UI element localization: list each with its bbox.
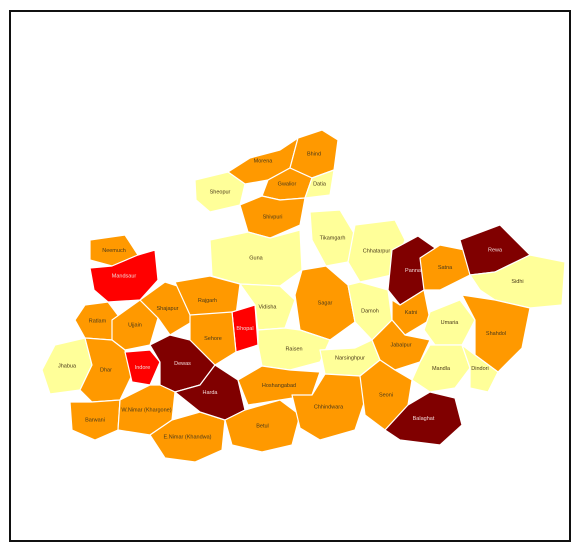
district-label: Barwani (85, 417, 105, 423)
district-label: Jabalpur (390, 342, 411, 348)
district-indore[interactable] (124, 349, 161, 386)
district-seoni[interactable] (359, 359, 413, 431)
district-label: Raisen (285, 346, 302, 352)
district-label: Balaghat (413, 416, 435, 422)
district-label: Sidhi (511, 279, 523, 285)
district-label: Datia (313, 181, 327, 187)
district-label: Chhindwara (314, 404, 344, 410)
district-label: Bhind (307, 151, 321, 157)
district-label: Rewa (488, 247, 503, 253)
district-label: Narsinghpur (335, 355, 365, 361)
district-label: Shivpuri (263, 214, 283, 220)
district-label: Morena (254, 158, 274, 164)
district-label: Sagar (318, 300, 333, 306)
district-label: Satna (438, 265, 453, 271)
district-label: Ratlam (89, 318, 107, 324)
district-label: Umaria (441, 320, 460, 326)
district-label: E.Nimar (Khandwa) (164, 434, 212, 440)
district-label: Betul (256, 423, 269, 429)
district-east-nimar[interactable] (149, 411, 226, 463)
district-label: Katni (405, 310, 418, 316)
district-label: Sehore (204, 336, 222, 342)
district-label: Shajapur (156, 306, 178, 312)
district-label: Ujjain (128, 322, 142, 328)
district-raisen[interactable] (257, 327, 331, 371)
district-mandla[interactable] (411, 344, 471, 393)
district-label: Dewas (174, 361, 191, 367)
district-label: Chhatarpur (363, 248, 391, 254)
district-label: Bhopal (236, 326, 253, 332)
district-sidhi[interactable] (469, 254, 566, 309)
district-dindori[interactable] (461, 344, 499, 393)
district-datia[interactable] (304, 169, 335, 199)
district-shahdol[interactable] (461, 294, 531, 373)
district-label: Jhabua (58, 363, 77, 369)
district-mandsaur[interactable] (89, 249, 159, 303)
district-label: Indore (135, 365, 151, 371)
district-label: Guna (249, 255, 263, 261)
district-label: Gwalior (278, 181, 297, 187)
district-label: Damoh (361, 308, 379, 314)
district-label: Neemuch (102, 248, 126, 254)
district-sehore[interactable] (189, 311, 237, 366)
district-label: Hoshangabad (262, 383, 296, 389)
district-balaghat[interactable] (384, 391, 463, 446)
district-label: Shahdol (486, 331, 506, 337)
district-label: Rajgarh (198, 298, 217, 304)
district-label: Panna (405, 268, 422, 274)
district-label: Seoni (379, 392, 393, 398)
district-label: Vidisha (259, 304, 278, 310)
district-label: Harda (203, 390, 219, 396)
district-label: Dindori (471, 366, 488, 372)
district-label: Tikamgarh (320, 235, 346, 241)
district-label: Dhar (100, 367, 112, 373)
district-label: Sheopur (210, 189, 231, 195)
district-betul[interactable] (224, 399, 301, 453)
district-west-nimar[interactable] (117, 384, 176, 436)
district-label: Mandsaur (112, 273, 137, 279)
district-harda[interactable] (174, 364, 246, 421)
district-label: Mandla (432, 366, 451, 372)
district-label: W.Nimar (Khargone) (121, 407, 171, 413)
